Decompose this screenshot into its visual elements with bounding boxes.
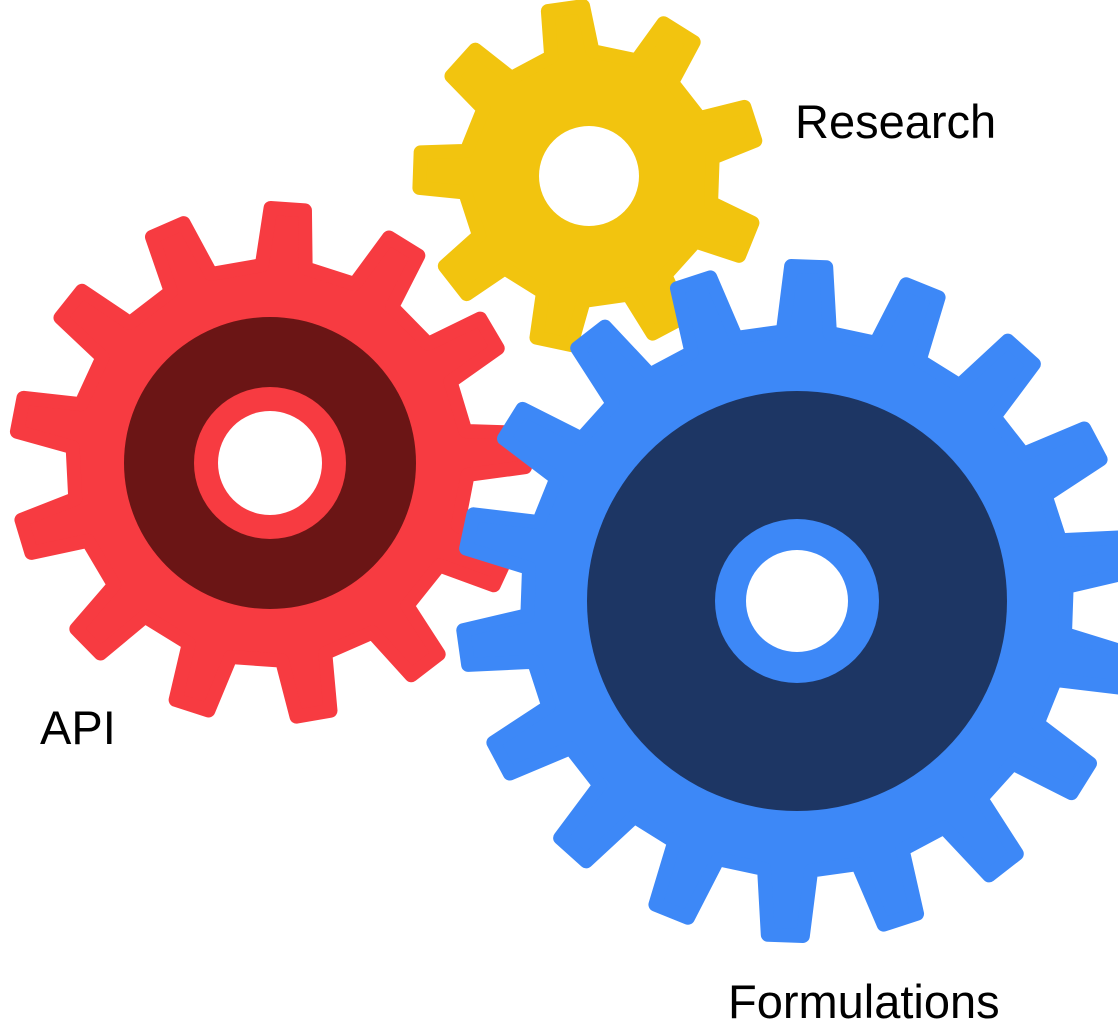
gear-research-center-hole bbox=[539, 126, 639, 226]
gear-formulations-center-hole bbox=[746, 550, 848, 652]
formulations-gear-icon bbox=[456, 259, 1118, 943]
research-gear-icon bbox=[412, 0, 763, 353]
research-label: Research bbox=[795, 95, 997, 148]
formulations-label: Formulations bbox=[728, 975, 1000, 1028]
api-gear-icon bbox=[9, 201, 532, 724]
gear-api-center-hole bbox=[218, 411, 322, 515]
api-label: API bbox=[40, 701, 116, 754]
